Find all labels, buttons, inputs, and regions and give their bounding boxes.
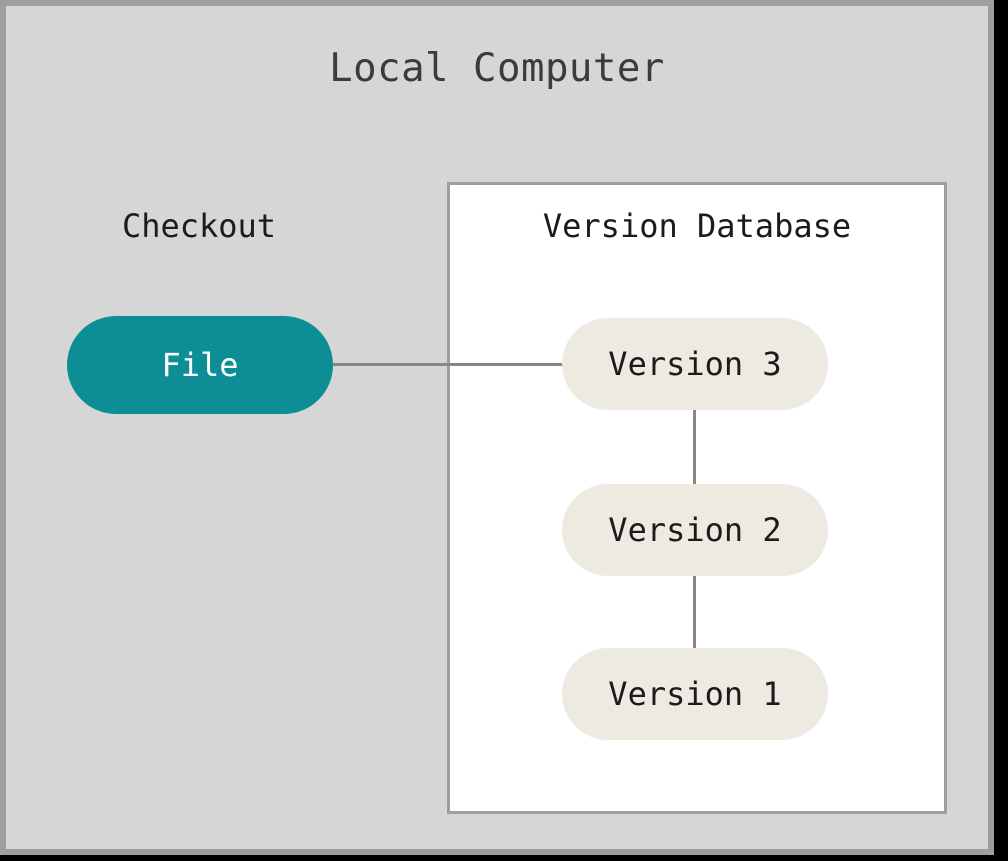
node-version-3-label: Version 3 [608, 345, 782, 383]
edge-version-2-to-version-1 [693, 574, 696, 652]
diagram-canvas-frame: Local Computer Checkout Version Database… [0, 0, 994, 855]
node-version-3[interactable]: Version 3 [562, 318, 828, 410]
diagram-canvas: Local Computer Checkout Version Database… [6, 6, 988, 849]
edge-version-3-to-version-2 [693, 409, 696, 487]
node-file-label: File [161, 346, 239, 384]
cluster-label-version-database: Version Database [542, 207, 852, 245]
node-file[interactable]: File [67, 316, 333, 414]
edge-file-to-version-3 [333, 363, 563, 366]
node-version-1-label: Version 1 [608, 675, 782, 713]
node-version-1[interactable]: Version 1 [562, 648, 828, 740]
cluster-label-checkout: Checkout [121, 207, 277, 245]
node-version-2-label: Version 2 [608, 511, 782, 549]
node-version-2[interactable]: Version 2 [562, 484, 828, 576]
page-title: Local Computer [329, 46, 665, 91]
